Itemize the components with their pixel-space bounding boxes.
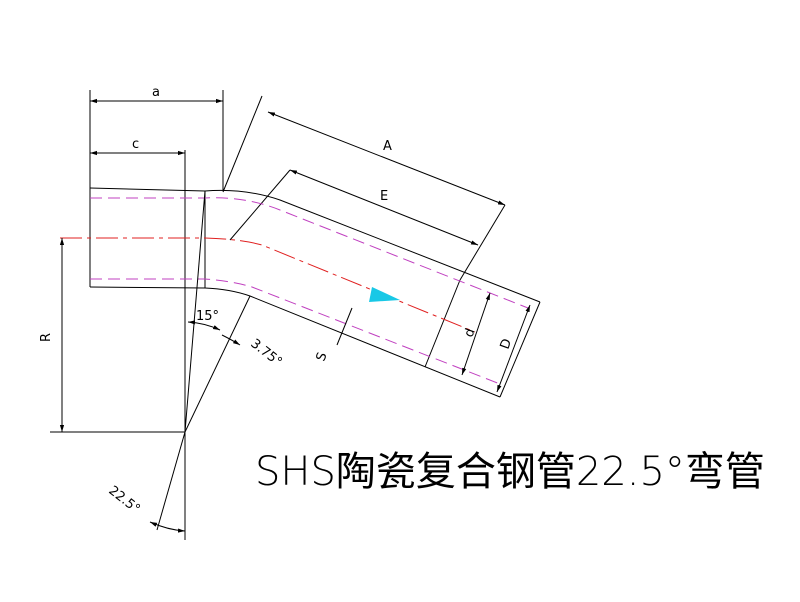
- label-R: R: [39, 333, 54, 342]
- label-angle-15: 15°: [196, 309, 219, 324]
- inner-wall-lines: [90, 197, 529, 385]
- label-A: A: [383, 139, 392, 154]
- label-D: D: [498, 337, 516, 352]
- dim-d-D: d D: [461, 292, 531, 393]
- drawing-title: SHS陶瓷复合钢管22.5°弯管: [255, 449, 765, 495]
- dim-S: S: [314, 307, 353, 363]
- straight-section: [89, 150, 206, 432]
- dim-R: R: [39, 238, 185, 433]
- dim-c: c: [90, 137, 185, 156]
- flow-arrow-icon: [369, 287, 400, 302]
- label-c: c: [132, 137, 139, 152]
- label-angle-225: 22.5°: [106, 483, 143, 517]
- dim-E: E: [289, 169, 479, 246]
- label-angle-375: 3.75°: [248, 336, 285, 370]
- center-line: [60, 237, 476, 333]
- dim-a: a: [89, 85, 224, 190]
- label-E: E: [380, 189, 388, 204]
- label-d: d: [462, 326, 479, 339]
- label-a: a: [152, 85, 160, 100]
- label-S: S: [314, 350, 331, 363]
